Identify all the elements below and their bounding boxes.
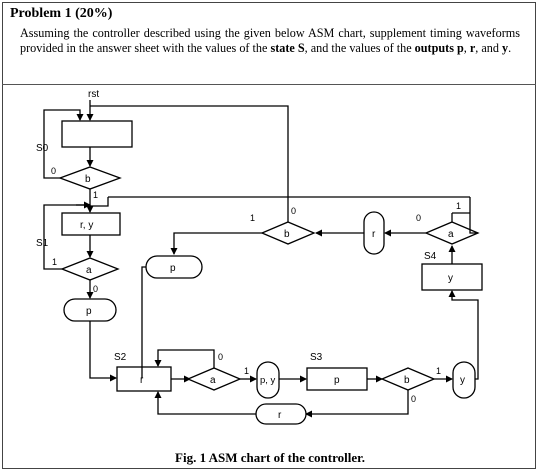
branch-d5-one: 1 (244, 366, 249, 376)
branch-d3-zero: 0 (291, 206, 296, 216)
state-output-s3: p (334, 375, 340, 386)
divider (2, 84, 536, 85)
page-frame (2, 2, 536, 469)
decision-label-d3: b (284, 229, 290, 240)
conditional-label-c6: y (460, 375, 465, 386)
decision-diamond-d5 (186, 367, 242, 391)
state-label-s4: S4 (424, 251, 437, 262)
conditional-label-c3: r (372, 229, 376, 240)
decision-diamond-d4 (424, 221, 480, 245)
desc-text-1: Assuming the controller described using … (20, 26, 520, 55)
state-label-s2: S2 (114, 352, 127, 363)
desc-bold-outputs: outputs p (414, 41, 464, 55)
figure-caption: Fig. 1 ASM chart of the controller. (175, 450, 365, 465)
rst-label: rst (88, 89, 99, 100)
branch-d6-one: 1 (436, 366, 441, 376)
problem-title: Problem 1 (20%) (10, 6, 113, 21)
state-output-s2: r (140, 375, 144, 386)
state-label-s3: S3 (310, 352, 323, 363)
conditional-label-c5: r (278, 410, 282, 421)
state-box-s4 (421, 263, 483, 291)
branch-d2-zero: 0 (93, 284, 98, 294)
branch-d3-one: 1 (250, 213, 255, 223)
problem-description: Assuming the controller described using … (20, 26, 520, 56)
desc-text-3: , (463, 41, 470, 55)
desc-text-2: , and the values of the (304, 41, 415, 55)
conditional-label-c2: p (170, 263, 176, 274)
state-output-s4: y (448, 273, 453, 284)
state-output-s1: r, y (80, 220, 93, 231)
conditional-label-c1: p (86, 306, 92, 317)
branch-d4-zero: 0 (416, 213, 421, 223)
state-box-s2 (116, 366, 172, 392)
decision-label-d1: b (85, 174, 91, 185)
desc-bold-r: r (469, 41, 476, 55)
conditional-output-c4 (256, 361, 280, 399)
decision-diamond-d3 (260, 221, 316, 245)
conditional-output-c6 (452, 361, 476, 399)
conditional-label-c4: p, y (260, 375, 276, 386)
branch-d6-zero: 0 (411, 394, 416, 404)
branch-d5-zero: 0 (218, 352, 223, 362)
state-label-s1: S1 (36, 238, 49, 249)
decision-label-d5: a (210, 375, 216, 386)
desc-text-4: , and (475, 41, 503, 55)
branch-d1-zero: 0 (51, 166, 56, 176)
decision-label-d4: a (448, 229, 454, 240)
state-box-s0 (61, 120, 133, 148)
desc-bold-y: y (502, 41, 509, 55)
desc-text-5: . (508, 41, 512, 55)
branch-d2-one: 1 (52, 257, 57, 267)
state-box-s1 (61, 212, 121, 236)
state-label-s0: S0 (36, 143, 49, 154)
decision-label-d2: a (86, 265, 92, 276)
desc-bold-state: state S (270, 41, 305, 55)
branch-d1-one: 1 (93, 190, 98, 200)
decision-label-d6: b (404, 375, 410, 386)
branch-d4-one: 1 (456, 201, 461, 211)
